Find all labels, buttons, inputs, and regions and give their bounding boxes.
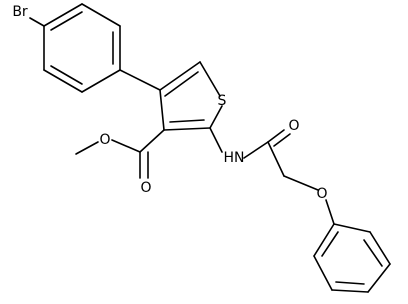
ester-oxygen-label: O bbox=[99, 132, 110, 148]
bromophenyl-ring bbox=[29, 3, 121, 93]
ether-oxygen-label: O bbox=[316, 186, 327, 202]
methyl-ester-group bbox=[75, 129, 165, 179]
bromine-atom-label: Br bbox=[12, 4, 28, 20]
phenyl-ring bbox=[313, 223, 391, 293]
sulfur-atom-label: S bbox=[218, 93, 227, 109]
aryl-thiophene-bond bbox=[119, 69, 161, 91]
thiophene-ring bbox=[159, 61, 223, 131]
atom-labels: Br S O O HN O O bbox=[12, 4, 327, 202]
amide-group bbox=[209, 127, 319, 191]
amide-oxygen-label: O bbox=[288, 118, 299, 134]
amide-nh-label: HN bbox=[224, 150, 245, 166]
ether-phenyl-bond bbox=[325, 199, 335, 225]
ester-carbonyl-oxygen-label: O bbox=[140, 180, 151, 196]
